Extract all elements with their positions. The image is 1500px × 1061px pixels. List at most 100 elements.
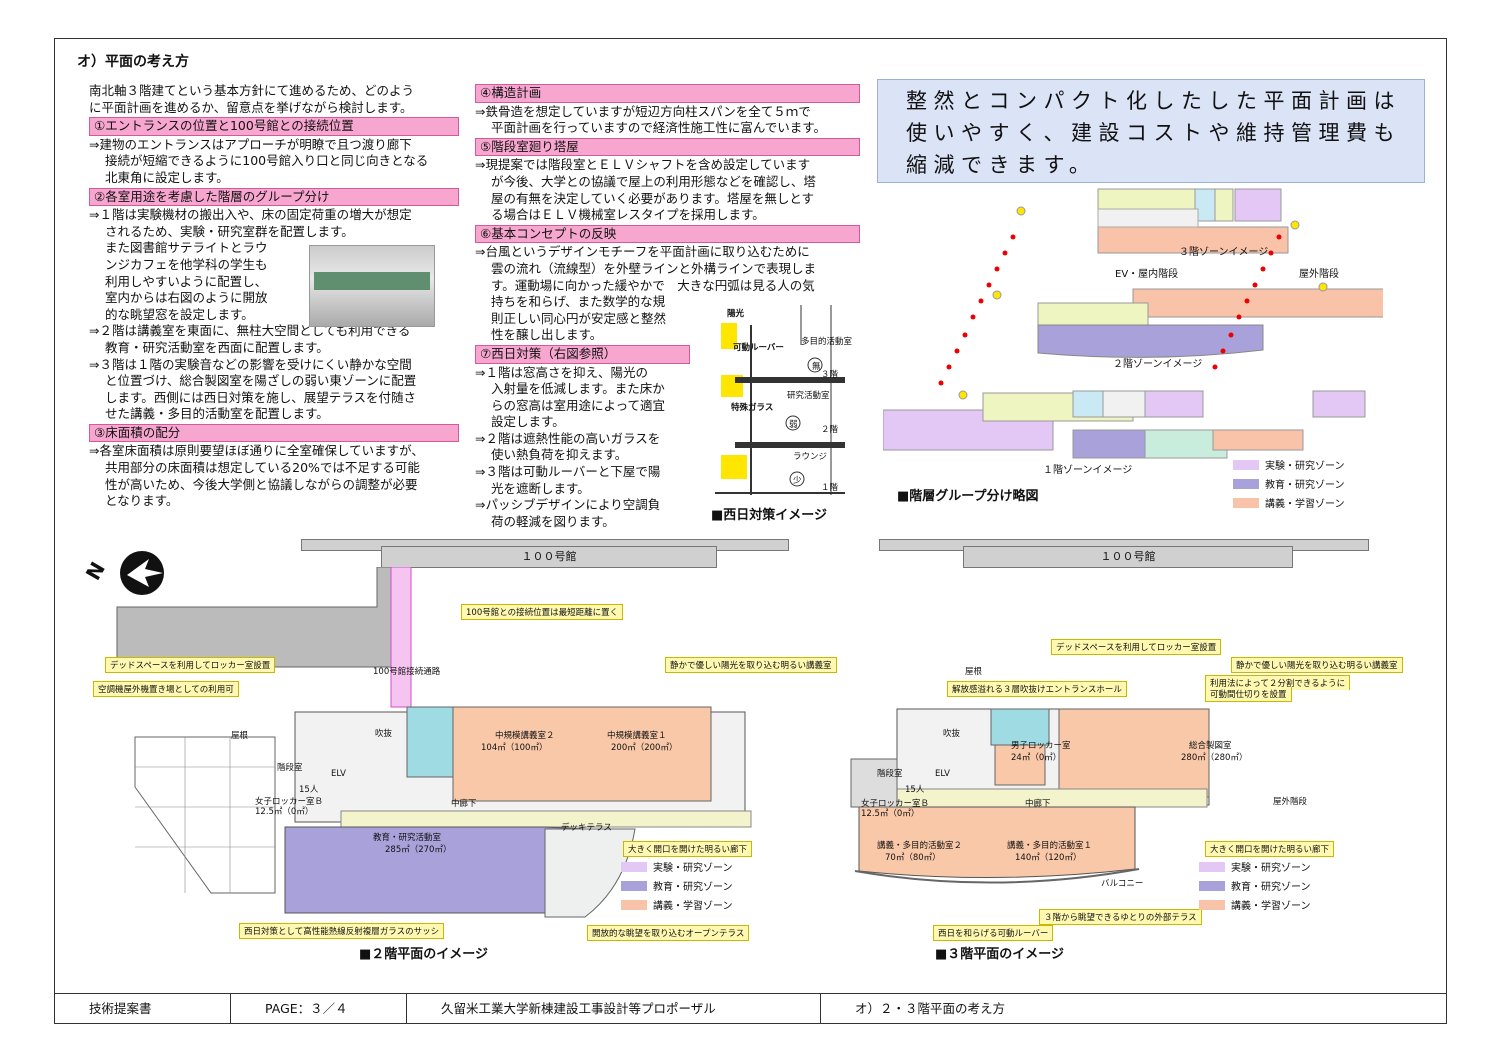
body-line: 利用しやすいように配置し、 bbox=[105, 273, 268, 289]
callout-locker: デッドスペースを利用してロッカー室設置 bbox=[1051, 639, 1222, 655]
label-weak: 弱 bbox=[789, 420, 798, 430]
room-label: 15人 bbox=[905, 785, 925, 795]
caption-zone-diagram: ■階層グループ分け略図 bbox=[897, 489, 1039, 504]
body-line: ⇒パッシブデザインにより空調負 bbox=[475, 497, 661, 513]
label-room: 研究活動室 bbox=[787, 391, 830, 401]
legend-item: 教育・研究ゾーン bbox=[621, 878, 733, 893]
zone-label-outdoor-stairs: 屋外階段 bbox=[1299, 269, 1339, 280]
body-line: ⇒建物のエントランスはアプローチが明瞭で且つ渡り廊下 bbox=[89, 136, 412, 152]
zone-label-ev: EV・屋内階段 bbox=[1115, 269, 1179, 280]
callout-entrance-hall: 解放感溢れる３層吹抜けエントランスホール bbox=[947, 681, 1127, 697]
body-line: 室内からは右図のように開放 bbox=[105, 290, 268, 306]
label-floor3: ３階 bbox=[821, 370, 839, 380]
room-label: 講義・多目的活動室２ bbox=[877, 841, 963, 851]
room-label: 中廊下 bbox=[451, 799, 477, 809]
section-heading-1: ①エントランスの位置と100号館との接続位置 bbox=[89, 117, 459, 136]
body-line: 雲の流れ（流線型）を外壁ラインと外構ラインで表現しま bbox=[491, 260, 817, 276]
room-label: 教育・研究活動室 bbox=[373, 833, 442, 843]
north-arrow-icon bbox=[120, 551, 164, 595]
room-label: 屋根 bbox=[231, 731, 249, 741]
legend-item: 教育・研究ゾーン bbox=[1199, 878, 1311, 893]
footer-project: 久留米工業大学新棟建設工事設計等プロポーザル bbox=[407, 994, 821, 1023]
caption-west-sun: ■西日対策イメージ bbox=[711, 508, 828, 523]
label-floor1: １階 bbox=[821, 483, 839, 493]
room-label: 屋外階段 bbox=[1273, 797, 1308, 807]
label-glass: 特殊ガラス bbox=[731, 403, 774, 413]
section-heading-4: ④構造計画 bbox=[475, 84, 860, 103]
document-sheet: オ）平面の考え方 南北軸３階建てという基本方針にて進めるため、どのよう に平面計… bbox=[54, 38, 1447, 1024]
section-heading-5: ⑤階段室廻り塔屋 bbox=[475, 137, 860, 157]
body-line: 共用部分の床面積は想定している20%では不足する可能 bbox=[105, 460, 420, 476]
zone-label-floor3: ３階ゾーンイメージ bbox=[1179, 247, 1269, 258]
body-line: 的な眺望窓を設定します。 bbox=[105, 306, 254, 322]
north-compass: N bbox=[81, 549, 173, 597]
room-label: 講義・多目的活動室１ bbox=[1007, 841, 1093, 851]
room-label: 女子ロッカー室Ｂ bbox=[861, 799, 930, 809]
body-line: ⇒各室床面積は原則要望ほぼ通りに全室確保していますが、 bbox=[89, 443, 424, 459]
zone-legend-top: 実験・研究ゾーン 教育・研究ゾーン 講義・学習ゾーン bbox=[1233, 457, 1345, 514]
body-line: ンジカフェを他学科の学生も bbox=[105, 256, 268, 272]
body-line: 接続が短縮できるように100号館入り口と同じ向きとなる bbox=[105, 153, 429, 169]
caption-3f-plan: ■３階平面のイメージ bbox=[935, 947, 1065, 962]
room-label: デッキテラス bbox=[561, 823, 612, 833]
body-line: 性を醸し出します。 bbox=[491, 327, 603, 343]
body-line: ⇒現提案では階段室とＥＬＶシャフトを含め設定しています bbox=[475, 157, 811, 173]
room-label: 中規模講義室２ bbox=[495, 731, 555, 741]
room-label: 吹抜 bbox=[375, 729, 393, 739]
room-area: 12.5㎡（0㎡） bbox=[255, 807, 314, 817]
body-line: ⇒２階は遮熱性能の高いガラスを bbox=[475, 430, 661, 446]
sunlight-band bbox=[721, 455, 747, 479]
body-line: 則正しい同心円が安定感と整然 bbox=[491, 310, 667, 326]
callout-lecture-light: 静かで優しい陽光を取り込む明るい講義室 bbox=[665, 657, 837, 673]
room-label: 15人 bbox=[299, 785, 319, 795]
zone-label-floor1: １階ゾーンイメージ bbox=[1043, 465, 1133, 476]
body-line: と位置づけ、総合製図室を陽ざしの弱い東ゾーンに配置 bbox=[105, 373, 417, 389]
body-line: 性が高いため、今後大学側と協議しながらの調整が必要 bbox=[105, 476, 418, 492]
callout-outdoor-unit: 空調機屋外機置き場としての利用可 bbox=[93, 681, 239, 697]
callout-glass: 西日対策として高性能熱線反射複層ガラスのサッシ bbox=[239, 923, 445, 939]
zone-legend-3f: 実験・研究ゾーン 教育・研究ゾーン 講義・学習ゾーン bbox=[1199, 859, 1311, 916]
notice-line: 使いやすく、建設コストや維持管理費も bbox=[906, 121, 1401, 145]
zone-label-floor2: ２階ゾーンイメージ bbox=[1113, 359, 1203, 370]
notice-line: 整然とコンパクト化したした平面計画は bbox=[906, 89, 1401, 113]
room-label: 階段室 bbox=[877, 769, 903, 779]
intro-line: 南北軸３階建てという基本方針にて進めるため、どのよう bbox=[89, 83, 415, 98]
legend-item: 講義・学習ゾーン bbox=[1199, 897, 1311, 912]
callout-corridor: 大きく開口を開けた明るい廊下 bbox=[1205, 841, 1335, 857]
body-line: します。西側には西日対策を施し、展望テラスを付随さ bbox=[105, 389, 417, 405]
text-column-left: 南北軸３階建てという基本方針にて進めるため、どのよう に平面計画を進めるか、留意… bbox=[89, 83, 459, 510]
room-area: 200㎡（200㎡） bbox=[611, 743, 678, 753]
label-little: 少 bbox=[793, 476, 802, 486]
section-heading-6: ⑥基本コンセプトの反映 bbox=[475, 224, 860, 244]
body-line: 光を遮断します。 bbox=[491, 480, 590, 496]
callout-partition: 利用法によって２分割できるように bbox=[1205, 675, 1351, 690]
footer-doc-type: 技術提案書 bbox=[55, 994, 231, 1023]
room-area: 70㎡（80㎡） bbox=[885, 853, 941, 863]
body-line: が今後、大学との協議で屋上の利用形態などを確認し、塔 bbox=[491, 173, 816, 189]
body-line: 荷の軽減を図ります。 bbox=[491, 513, 615, 529]
body-line: 入射量を低減します。また床か bbox=[491, 381, 665, 397]
room-label: 100号館接続通路 bbox=[373, 667, 441, 677]
room-area: 12.5㎡（0㎡） bbox=[861, 809, 920, 819]
callout-locker: デッドスペースを利用してロッカー室設置 bbox=[105, 657, 276, 673]
label-room: 多目的活動室 bbox=[801, 337, 853, 347]
body-line: る場合はＥＬＶ機械室レスタイプを採用します。 bbox=[491, 207, 765, 223]
body-line: らの窓高は室用途によって適宜 bbox=[491, 397, 666, 413]
room-label: ELV bbox=[935, 769, 950, 779]
room-label: 階段室 bbox=[277, 763, 303, 773]
body-line: 設定します。 bbox=[491, 414, 565, 430]
body-line: ⇒鉄骨造を想定していますが短辺方向柱スパンを全て５ｍで bbox=[475, 103, 811, 119]
callout-terrace: ３階から眺望できるゆとりの外部テラス bbox=[1039, 909, 1202, 925]
room-label: バルコニー bbox=[1101, 879, 1144, 889]
body-line: 教育・研究活動室を西面に配置します。 bbox=[105, 339, 329, 355]
room-label: 吹抜 bbox=[943, 729, 961, 739]
room-area: 24㎡（0㎡） bbox=[1011, 753, 1062, 763]
caption-2f-plan: ■２階平面のイメージ bbox=[359, 947, 489, 962]
body-line: 北東角に設定します。 bbox=[105, 169, 229, 185]
legend-item: 実験・研究ゾーン bbox=[621, 859, 733, 874]
body-line: ⇒１階は窓高さを抑え、陽光の bbox=[475, 364, 648, 380]
label-sunlight: 陽光 bbox=[727, 309, 745, 319]
intro-line: に平面計画を進めるか、留意点を挙げながら検討します。 bbox=[89, 99, 413, 115]
room-label: 屋根 bbox=[965, 667, 983, 677]
room-area: 280㎡（280㎡） bbox=[1181, 753, 1248, 763]
